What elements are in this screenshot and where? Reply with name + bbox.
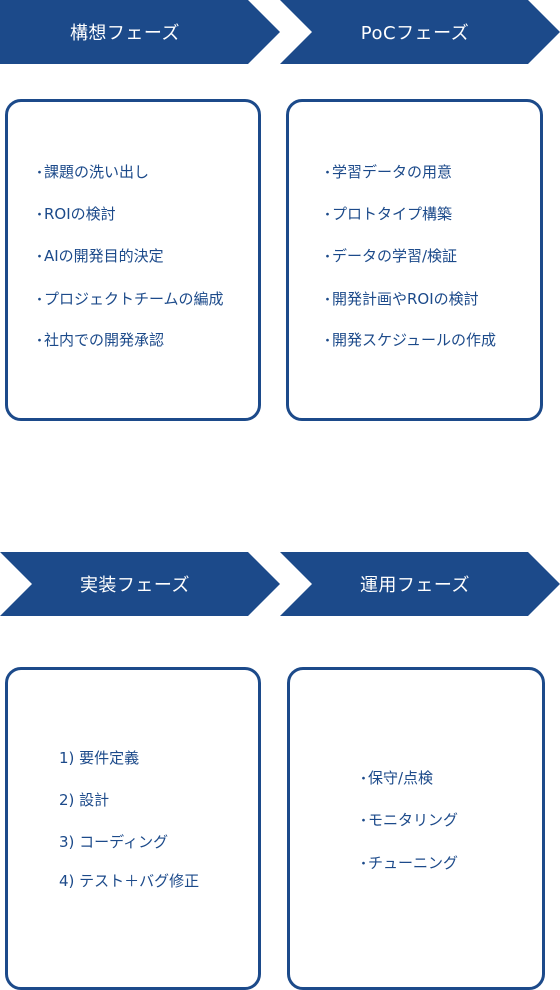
list-item: ・ROIの検討	[33, 205, 116, 223]
phase-item-list: ・保守/点検 ・モニタリング ・チューニング	[357, 768, 458, 875]
list-item: ・プロジェクトチームの編成	[33, 290, 224, 308]
phase-item-list: 1) 要件定義 2) 設計 3) コーディング 4) テスト＋バグ修正	[59, 748, 199, 891]
chevron-shape	[280, 552, 560, 616]
list-item: 2) 設計	[59, 791, 110, 809]
list-item: 4) テスト＋バグ修正	[59, 872, 200, 890]
list-item: ・保守/点検	[357, 769, 434, 787]
list-item: ・開発スケジュールの作成	[321, 331, 496, 349]
list-item: ・課題の洗い出し	[33, 163, 150, 181]
phase-chevron-poc: PoCフェーズ	[280, 0, 560, 64]
phase-title-operation: 運用フェーズ	[359, 575, 471, 596]
chevron-shape	[0, 552, 280, 616]
list-item: ・AIの開発目的決定	[33, 247, 164, 265]
chevron-shape	[280, 0, 560, 64]
phase-card-poc: ・学習データの用意 ・プロトタイプ構築 ・データの学習/検証 ・開発計画やROI…	[286, 99, 543, 421]
chevron-shape	[0, 0, 280, 64]
phase-title-implementation: 実装フェーズ	[79, 575, 191, 596]
list-item: 3) コーディング	[59, 833, 169, 851]
phase-chevron-operation: 運用フェーズ	[280, 552, 560, 616]
list-item: ・モニタリング	[357, 811, 459, 829]
phase-card-concept: ・課題の洗い出し ・ROIの検討 ・AIの開発目的決定 ・プロジェクトチームの編…	[5, 99, 261, 421]
phase-item-list: ・課題の洗い出し ・ROIの検討 ・AIの開発目的決定 ・プロジェクトチームの編…	[33, 162, 224, 352]
phase-chevron-implementation: 実装フェーズ	[0, 552, 282, 616]
phase-card-implementation: 1) 要件定義 2) 設計 3) コーディング 4) テスト＋バグ修正	[5, 667, 261, 990]
phase-card-operation: ・保守/点検 ・モニタリング ・チューニング	[287, 667, 545, 990]
phase-title-poc: PoCフェーズ	[360, 23, 470, 44]
list-item: ・社内での開発承認	[33, 331, 165, 349]
list-item: ・プロトタイプ構築	[321, 205, 453, 223]
list-item: 1) 要件定義	[59, 749, 140, 767]
phase-item-list: ・学習データの用意 ・プロトタイプ構築 ・データの学習/検証 ・開発計画やROI…	[321, 162, 496, 352]
list-item: ・学習データの用意	[321, 163, 453, 181]
phase-title-concept: 構想フェーズ	[69, 23, 181, 44]
list-item: ・開発計画やROIの検討	[321, 290, 479, 308]
phase-chevron-concept: 構想フェーズ	[0, 0, 282, 64]
list-item: ・データの学習/検証	[321, 247, 458, 265]
list-item: ・チューニング	[357, 854, 459, 872]
